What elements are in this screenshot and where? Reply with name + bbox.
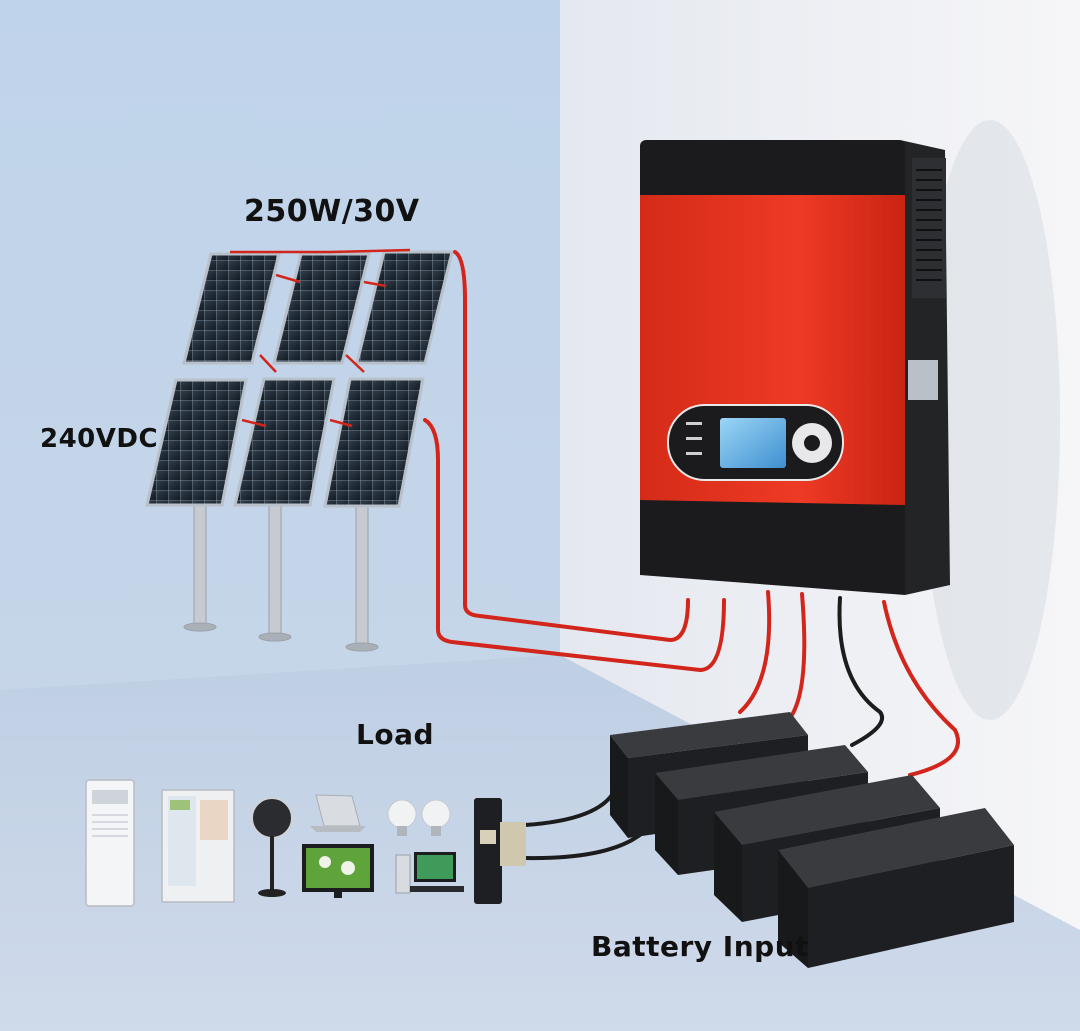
battery xyxy=(778,808,1014,968)
array-voltage-label: 240VDC xyxy=(40,424,159,454)
panel-rating-label: 250W/30V xyxy=(244,194,420,229)
refrigerator-icon xyxy=(161,789,235,903)
fan-icon xyxy=(251,797,293,897)
light-bulb-icon xyxy=(387,799,451,836)
battery-icon xyxy=(610,712,1014,968)
cables xyxy=(423,250,960,861)
solar-panel xyxy=(233,377,336,507)
load-label: Load xyxy=(356,718,435,751)
air-conditioner-icon xyxy=(85,779,135,907)
panel-jumper-wires xyxy=(230,248,411,428)
solar-panel xyxy=(182,252,281,365)
lcd-display-icon xyxy=(720,418,786,468)
water-dispenser-icon xyxy=(474,798,526,904)
appliances xyxy=(85,779,526,907)
panel-stands xyxy=(183,499,379,652)
battery-input-label: Battery Input xyxy=(591,930,810,963)
solar-panel xyxy=(355,250,454,365)
inverter-icon xyxy=(640,140,950,595)
solar-panel xyxy=(323,377,425,508)
nav-keypad-icon xyxy=(792,423,832,463)
laptop-icon xyxy=(310,794,366,832)
solar-panel xyxy=(145,378,248,507)
desktop-computer-icon xyxy=(395,852,464,894)
monitor-icon xyxy=(302,844,374,898)
